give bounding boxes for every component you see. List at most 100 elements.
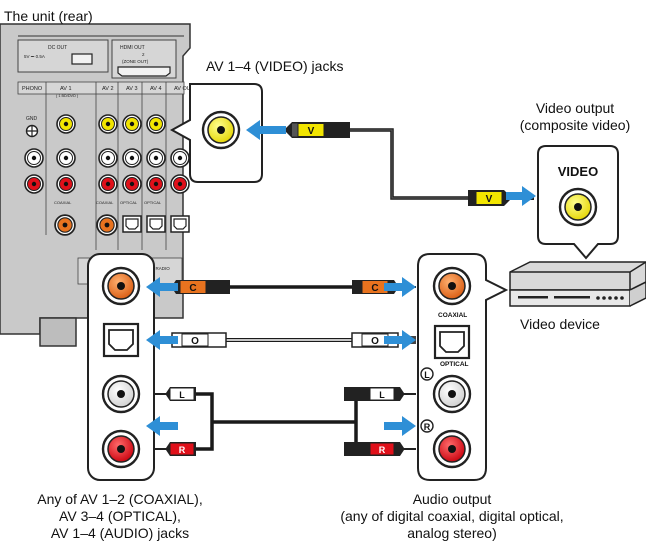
svg-text:L: L: [179, 390, 185, 400]
video-plug-right-letter: V: [486, 194, 493, 205]
av2-coaxial-jack-icon: [96, 214, 118, 236]
hdmi-out-label: HDMI OUT: [120, 45, 145, 51]
svg-text:C: C: [189, 283, 196, 294]
av-video-jack-callout: [169, 83, 263, 183]
video-device-label: Video device: [520, 316, 600, 332]
video-cable: V V: [262, 122, 534, 206]
av3-audio-right-jack-icon: [122, 174, 142, 194]
radio-label: ( ) RADIO: [150, 266, 170, 271]
device-optical-jack-icon: [433, 324, 471, 360]
right-channel-marker: R: [420, 419, 434, 433]
stereo-cable: L R L R: [154, 387, 416, 456]
arrow-into-unit-right-audio-icon: [146, 416, 178, 436]
av1-audio-left-jack-icon: [56, 148, 76, 168]
video-plug-right: V: [468, 190, 534, 206]
av3-label: AV 3: [126, 86, 138, 92]
av3-video-jack-icon: [122, 114, 142, 134]
unit-audio-right-jack-icon: [101, 429, 141, 469]
coaxial-label: COAXIAL: [438, 312, 467, 319]
dc-out-spec: 5V ⎓ 0.5A: [24, 54, 45, 59]
device-audio-left-jack-icon: [432, 374, 472, 414]
arrow-out-of-device-coaxial-icon: [384, 277, 416, 297]
phono-label: PHONO: [22, 86, 43, 92]
svg-text:O: O: [191, 336, 199, 347]
audio-output-line2: (any of digital coaxial, digital optical…: [340, 508, 564, 524]
optical-cable: O O: [154, 332, 416, 348]
zone-out-label: (ZONE OUT): [122, 59, 149, 64]
optical-label: OPTICAL: [440, 361, 469, 368]
unit-jacks-line3: AV 1–4 (AUDIO) jacks: [50, 525, 190, 541]
phono-right-jack-icon: [24, 174, 44, 194]
unit-jacks-caption: Any of AV 1–2 (COAXIAL), AV 3–4 (OPTICAL…: [18, 491, 222, 542]
hdmi-num-label: 2: [142, 52, 145, 57]
device-video-jack-icon: [558, 187, 598, 227]
av1-video-jack-icon: [56, 114, 76, 134]
av3-audio-left-jack-icon: [122, 148, 142, 168]
svg-text:O: O: [371, 336, 379, 347]
svg-text:C: C: [371, 283, 378, 294]
unit-audio-left-jack-icon: [101, 374, 141, 414]
left-channel-marker: L: [420, 367, 434, 381]
av-out-label: AV OUT: [174, 86, 195, 92]
arrow-into-unit-coaxial-icon: [146, 277, 178, 297]
av-out-left-jack-icon: [170, 148, 190, 168]
audio-output-callout: COAXIAL OPTICAL L R: [417, 253, 509, 481]
svg-text:R: R: [379, 445, 386, 455]
av2-video-jack-icon: [98, 114, 118, 134]
av1-coaxial-small-label: COAXIAL: [54, 200, 72, 205]
av4-audio-right-jack-icon: [146, 174, 166, 194]
phono-left-jack-icon: [24, 148, 44, 168]
unit-jacks-line2: AV 3–4 (OPTICAL),: [59, 508, 181, 524]
av2-coaxial-small-label: COAXIAL: [96, 200, 114, 205]
stereo-right-plug-right: R: [344, 442, 416, 456]
svg-text:L: L: [379, 390, 385, 400]
unit-rear-label: The unit (rear): [4, 8, 93, 24]
video-device-player-icon: [509, 261, 646, 307]
video-output-label: Video output (composite video): [504, 100, 646, 134]
av4-label: AV 4: [150, 86, 162, 92]
av3-optical-small-label: OPTICAL: [120, 200, 138, 205]
unit-coaxial-jack-icon: [101, 266, 141, 306]
gnd-terminal-icon: [25, 124, 39, 138]
video-jack-label: VIDEO: [558, 164, 598, 179]
flow-arrows: [146, 120, 536, 436]
svg-text:L: L: [424, 370, 430, 380]
device-audio-right-jack-icon: [432, 429, 472, 469]
video-output-line2: (composite video): [519, 117, 631, 133]
video-plug-left: V: [262, 122, 350, 138]
av3-optical-jack-icon: [122, 215, 142, 233]
av4-audio-left-jack-icon: [146, 148, 166, 168]
stereo-left-plug-left: L: [154, 387, 196, 401]
video-plug-left-letter: V: [308, 126, 315, 137]
svg-text:R: R: [424, 422, 431, 432]
av2-audio-right-jack-icon: [98, 174, 118, 194]
svg-text:R: R: [179, 445, 186, 455]
audio-output-line1: Audio output: [412, 491, 492, 507]
coaxial-cable: C C: [154, 280, 416, 294]
device-coaxial-jack-icon: [432, 266, 472, 306]
usb-port: [71, 53, 93, 65]
av-video-jack-icon: [201, 110, 241, 150]
av2-label: AV 2: [102, 86, 114, 92]
unit-jacks-line1: Any of AV 1–2 (COAXIAL),: [37, 491, 203, 507]
dc-out-label: DC OUT: [48, 45, 67, 51]
audio-output-caption: Audio output (any of digital coaxial, di…: [292, 491, 612, 542]
arrow-into-unit-optical-icon: [146, 330, 178, 350]
av4-optical-small-label: OPTICAL: [144, 200, 162, 205]
arrow-into-av-video-jack-icon: [246, 120, 286, 140]
gnd-label: GND: [26, 116, 38, 122]
video-output-line1: Video output: [535, 100, 615, 116]
av1-sub-label: ( 1 BD/DVD ): [56, 94, 79, 98]
stereo-left-plug-right: L: [344, 387, 416, 401]
receiver-foot: [39, 317, 77, 347]
hdmi-port: [117, 66, 171, 77]
unit-optical-jack-icon: [102, 322, 140, 358]
coaxial-plug-left: C: [154, 280, 230, 294]
arrow-out-of-device-optical-icon: [384, 330, 416, 350]
stereo-right-plug-left: R: [154, 442, 196, 456]
av1-coaxial-jack-icon: [54, 214, 76, 236]
av1-audio-right-jack-icon: [56, 174, 76, 194]
audio-output-line3: analog stereo): [407, 525, 497, 541]
video-device-callout: VIDEO: [537, 145, 619, 260]
